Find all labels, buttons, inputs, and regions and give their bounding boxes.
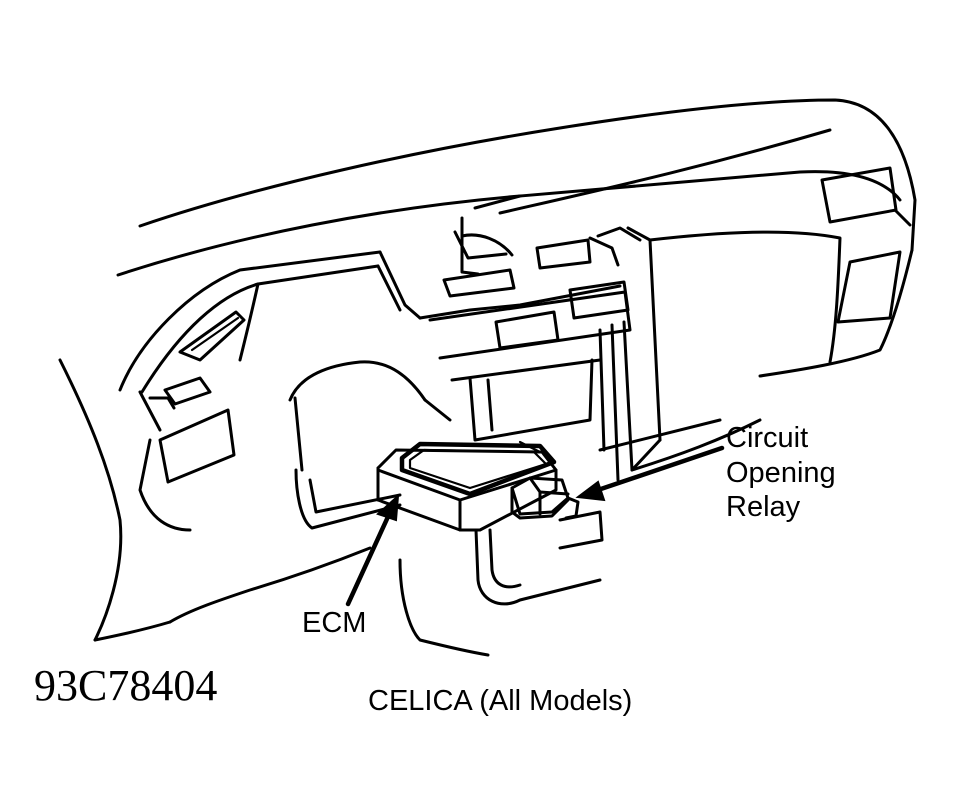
relay-label-line1: Circuit <box>726 422 808 454</box>
caption: CELICA (All Models) <box>368 685 632 717</box>
figure-code: 93C78404 <box>34 661 217 710</box>
ecm-unit <box>376 440 558 532</box>
ecm-label: ECM <box>302 607 366 639</box>
ecm-arrow <box>345 493 400 607</box>
circuit-opening-relay <box>510 476 580 520</box>
dashboard-outline <box>58 98 917 657</box>
relay-label-line2: Opening <box>726 457 836 489</box>
relay-label-line3: Relay <box>726 491 801 523</box>
relay-arrow <box>575 445 725 502</box>
